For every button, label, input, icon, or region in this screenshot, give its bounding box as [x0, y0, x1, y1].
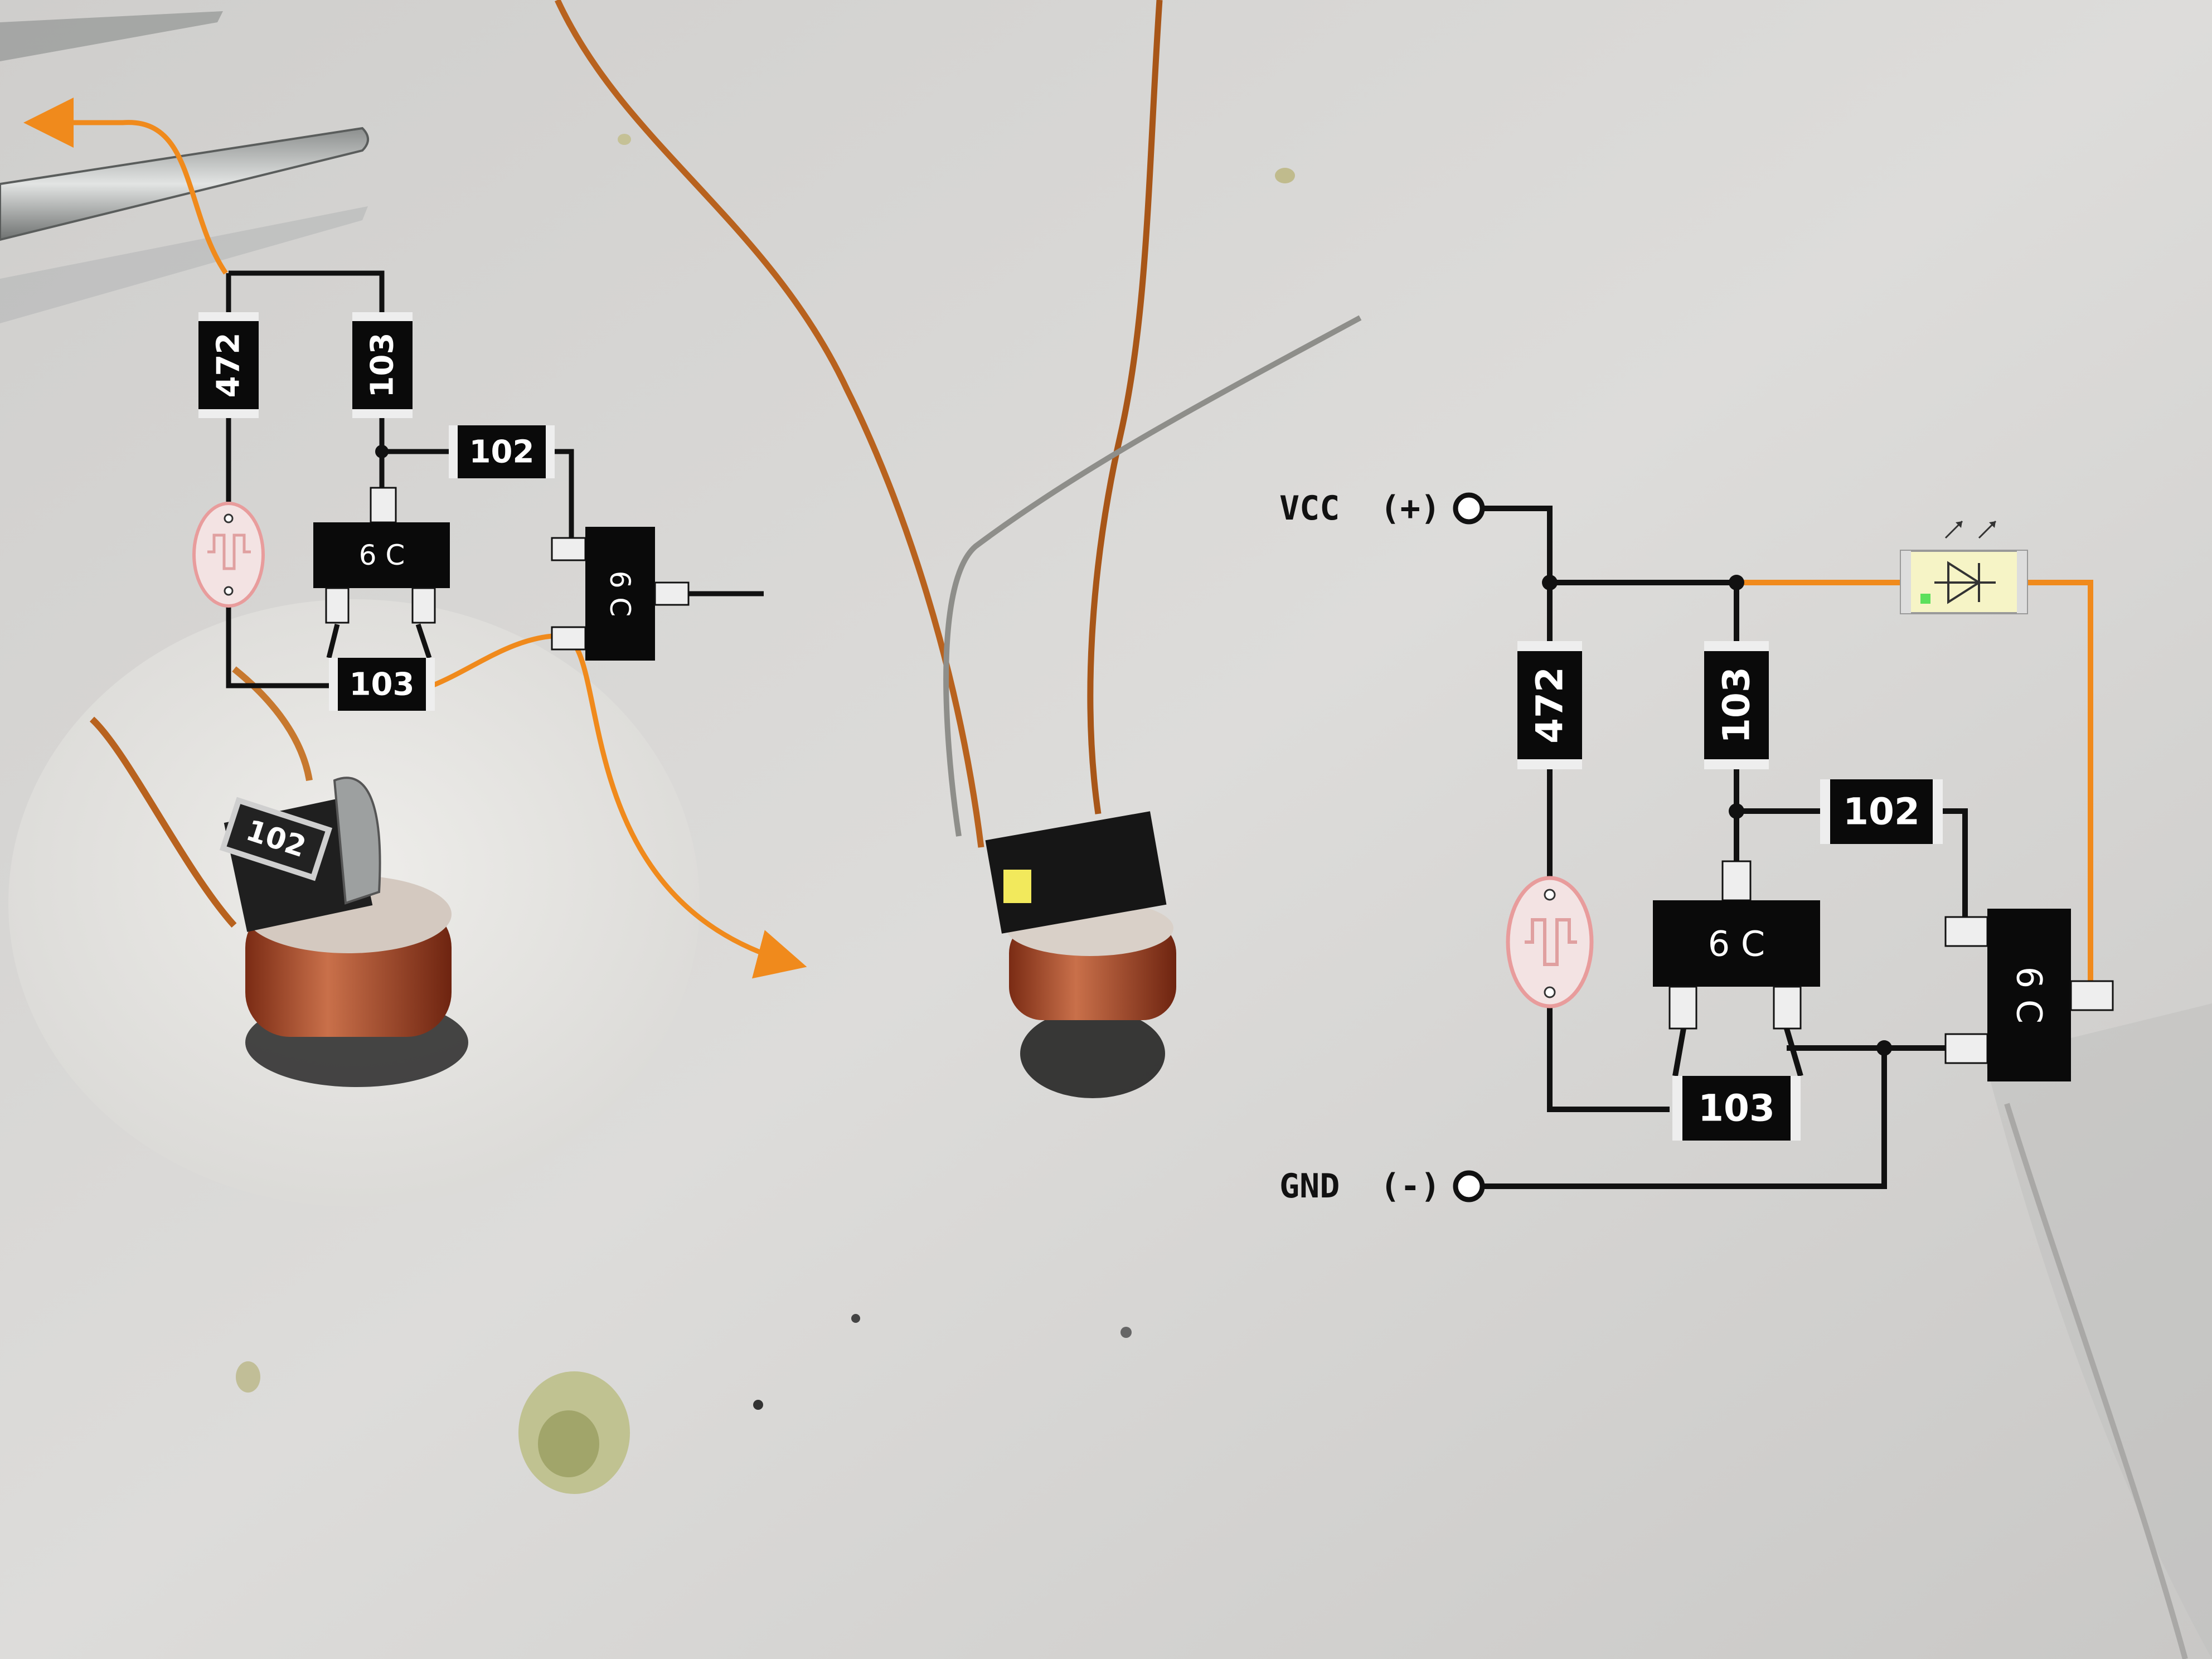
- vcc-label: VCC (+): [1279, 489, 1440, 528]
- resistor-102: 102: [1820, 779, 1943, 844]
- resistor-102: 102: [449, 425, 555, 478]
- ic-label: 6 C: [2009, 967, 2050, 1023]
- gnd-label: GND (-): [1279, 1167, 1440, 1206]
- resistor-label: 103: [1698, 1087, 1775, 1130]
- ic-label: 6 C: [604, 571, 636, 617]
- wire: [1943, 808, 1968, 931]
- highlight-wire: [2026, 580, 2093, 981]
- glue-stain-core: [538, 1410, 599, 1477]
- wire: [226, 605, 334, 688]
- resistor-103-bottom: 103: [329, 658, 435, 711]
- resistor-103-top: 103: [352, 312, 413, 418]
- debris-dot: [753, 1400, 763, 1410]
- resistor-label: 102: [469, 434, 535, 470]
- ic-6c-vertical: 6 C: [1944, 909, 2114, 1081]
- smd-chip: [219, 797, 333, 881]
- paper-edge: [2004, 1103, 2188, 1659]
- inset-photo: 102: [8, 599, 700, 1207]
- resistor-103-top: 103: [1704, 641, 1769, 769]
- wire: [229, 270, 385, 312]
- debris-dot: [1120, 1327, 1132, 1338]
- resistor-label: 103: [1715, 667, 1758, 744]
- stain-dot: [236, 1361, 260, 1393]
- wire: [1672, 1028, 1686, 1076]
- photoresistor-icon: [192, 502, 265, 608]
- copper-wire-left: [89, 716, 237, 928]
- tweezers: [0, 11, 369, 323]
- left-schematic: 472 103 102 6 C: [23, 98, 807, 979]
- resistor-label: 103: [365, 333, 401, 398]
- copper-wire-right: [232, 666, 313, 781]
- wire: [415, 623, 432, 659]
- wire: [1547, 995, 1670, 1112]
- assembly-shadow: [1020, 1009, 1165, 1098]
- stain-dot: [1275, 168, 1295, 183]
- copper-wire-long-2: [1087, 0, 1163, 814]
- right-schematic: VCC (+) GND (-): [1279, 489, 2114, 1206]
- highlight-wire: [23, 98, 228, 275]
- assembled-sensor-photo: [555, 0, 1362, 1098]
- wire: [1483, 1048, 1887, 1189]
- ic-6c-horizontal: 6 C: [1653, 860, 1820, 1030]
- resistor-472: 472: [198, 312, 259, 418]
- steel-wire: [943, 315, 1362, 837]
- led-diode-icon: [1900, 520, 2028, 614]
- wire: [1483, 506, 1553, 583]
- stain-dot: [618, 134, 631, 145]
- gnd-terminal: [1453, 1170, 1485, 1202]
- debris-dot: [851, 1314, 860, 1323]
- ic-6c-horizontal: 6 C: [313, 487, 450, 624]
- solder-blob: [333, 777, 381, 905]
- wire: [1784, 1027, 1803, 1077]
- ic-6c-vertical: 6 C: [551, 527, 690, 661]
- highlight-wire: [431, 633, 807, 979]
- resistor-label: 472: [1529, 667, 1571, 744]
- ic-label: 6 C: [359, 539, 405, 571]
- copper-wire-long: [555, 0, 984, 848]
- wire: [326, 623, 340, 659]
- ic-label: 6 C: [1708, 924, 1765, 964]
- vcc-terminal: [1453, 492, 1485, 525]
- resistor-472: 472: [1517, 641, 1582, 769]
- photoresistor-icon: [1506, 876, 1594, 1008]
- paper-fold-shadow: [1985, 1003, 2212, 1659]
- assembly-led: [1003, 870, 1031, 903]
- resistor-label: 102: [1843, 790, 1920, 833]
- resistor-label: 103: [350, 667, 415, 703]
- resistor-103-bottom: 103: [1672, 1076, 1801, 1141]
- resistor-label: 472: [211, 333, 247, 398]
